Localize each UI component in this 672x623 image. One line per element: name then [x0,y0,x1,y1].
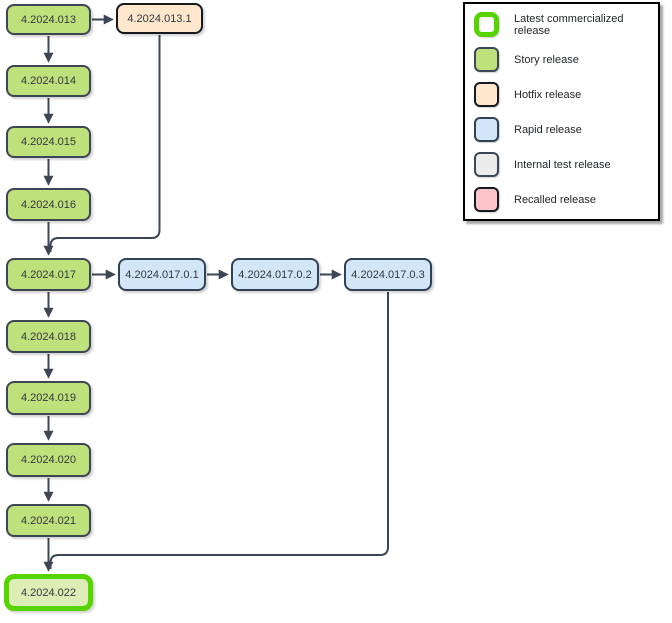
release-node-4.2024.017[interactable]: 4.2024.017 [6,258,91,291]
legend-swatch-story [474,47,499,72]
release-node-4.2024.013.1[interactable]: 4.2024.013.1 [116,3,203,34]
release-node-4.2024.019[interactable]: 4.2024.019 [6,381,91,415]
legend-swatch-hotfix [474,82,499,107]
legend-row-rapid: Rapid release [474,117,658,142]
edge-4.2024.013.1-to-4.2024.017 [49,35,161,252]
legend-label-internal: Internal test release [514,158,611,171]
legend-row-internal: Internal test release [474,152,658,177]
release-node-4.2024.022[interactable]: 4.2024.022 [4,574,93,611]
legend-label-latest: Latest commercialized release [514,12,624,37]
legend-row-hotfix: Hotfix release [474,82,658,107]
legend-label-story: Story release [514,53,579,66]
release-node-4.2024.015[interactable]: 4.2024.015 [6,126,91,158]
release-node-4.2024.021[interactable]: 4.2024.021 [6,504,91,537]
legend-row-latest: Latest commercialized release [474,12,658,37]
legend-label-recalled: Recalled release [514,193,596,206]
release-node-4.2024.020[interactable]: 4.2024.020 [6,443,91,477]
release-node-4.2024.017.0.1[interactable]: 4.2024.017.0.1 [118,258,206,291]
release-node-4.2024.013[interactable]: 4.2024.013 [6,4,91,35]
legend-swatch-rapid [474,117,499,142]
legend-row-recalled: Recalled release [474,187,658,212]
legend-swatch-internal [474,152,499,177]
legend-swatch-recalled [474,187,499,212]
legend-label-rapid: Rapid release [514,123,582,136]
release-node-4.2024.017.0.3[interactable]: 4.2024.017.0.3 [344,258,432,291]
legend-row-story: Story release [474,47,658,72]
release-node-4.2024.014[interactable]: 4.2024.014 [6,65,91,97]
release-node-4.2024.016[interactable]: 4.2024.016 [6,188,91,221]
edge-4.2024.017.0.3-to-4.2024.022 [49,292,389,569]
legend-label-hotfix: Hotfix release [514,88,582,101]
legend-swatch-latest [474,12,499,37]
release-node-4.2024.018[interactable]: 4.2024.018 [6,320,91,353]
release-node-4.2024.017.0.2[interactable]: 4.2024.017.0.2 [231,258,319,291]
